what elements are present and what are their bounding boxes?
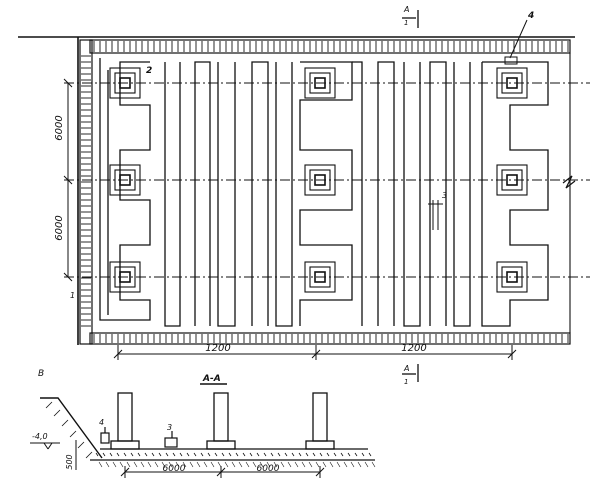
pipe-loop xyxy=(194,61,211,326)
pipe-loop xyxy=(164,62,181,327)
top-wall-band xyxy=(89,39,571,54)
grid-axes xyxy=(64,82,590,278)
dim-h-2: 1200 xyxy=(401,343,426,354)
pipe-loop xyxy=(429,61,447,326)
section-view xyxy=(30,383,376,478)
section-top-letter: A xyxy=(403,5,409,14)
pump-marker xyxy=(504,56,518,65)
section-top-number: 1 xyxy=(404,19,408,27)
level-mark xyxy=(30,442,60,450)
pipe-loop xyxy=(275,62,293,327)
section-title: A-A xyxy=(202,374,221,384)
span-dim-1: 6000 xyxy=(163,464,186,474)
section-mark-top xyxy=(402,10,419,28)
span-dim-2: 6000 xyxy=(257,464,280,474)
section-bottom-number: 1 xyxy=(404,378,408,386)
pipe-loop xyxy=(217,62,236,327)
level-mark-text: -4,0 xyxy=(32,432,48,441)
section-mark-bottom xyxy=(402,364,419,382)
pipe-loop xyxy=(251,61,269,326)
slope-hatch xyxy=(45,401,93,459)
pipe-loop-mid xyxy=(299,61,353,326)
footing xyxy=(109,261,141,293)
footing xyxy=(496,67,528,99)
footing xyxy=(304,261,336,293)
dim-h-1: 1200 xyxy=(205,343,230,354)
plan-view xyxy=(18,10,590,382)
left-wall-band xyxy=(79,39,93,345)
dim-v-2: 6000 xyxy=(54,215,65,240)
pipe-loop-mid-right xyxy=(352,61,363,326)
center-detail xyxy=(428,200,443,230)
column-footings xyxy=(109,67,528,293)
pipe-loop xyxy=(377,61,395,326)
section-columns xyxy=(110,392,335,450)
span-dimension xyxy=(120,466,325,478)
footing xyxy=(304,67,336,99)
vertical-dimension xyxy=(63,78,73,282)
section-equipment xyxy=(100,427,178,448)
footing xyxy=(304,164,336,196)
pipe-loop xyxy=(453,62,471,327)
callout-4: 4 xyxy=(527,11,534,21)
bottom-wall-band xyxy=(89,332,571,345)
footing xyxy=(109,67,141,99)
callout-2: 2 xyxy=(146,66,152,76)
footing xyxy=(496,261,528,293)
section-callout-3: 3 xyxy=(167,423,172,432)
break-mark xyxy=(562,175,576,189)
pipe-loop-left xyxy=(99,58,151,321)
horizontal-dimension xyxy=(113,345,517,360)
heating-pipe-runs xyxy=(99,58,549,327)
pipe-loop xyxy=(403,62,421,327)
dim-v-1: 6000 xyxy=(54,115,65,140)
section-callout-4: 4 xyxy=(99,418,104,427)
callout-3: 3 xyxy=(442,191,447,200)
footing xyxy=(109,164,141,196)
pipe-loop-right xyxy=(481,61,549,327)
callout-1: 1 xyxy=(70,291,75,300)
section-bottom-letter: A xyxy=(403,364,409,373)
dim-depth: 500 xyxy=(65,454,74,469)
label-b: B xyxy=(38,369,44,379)
footing xyxy=(496,164,528,196)
